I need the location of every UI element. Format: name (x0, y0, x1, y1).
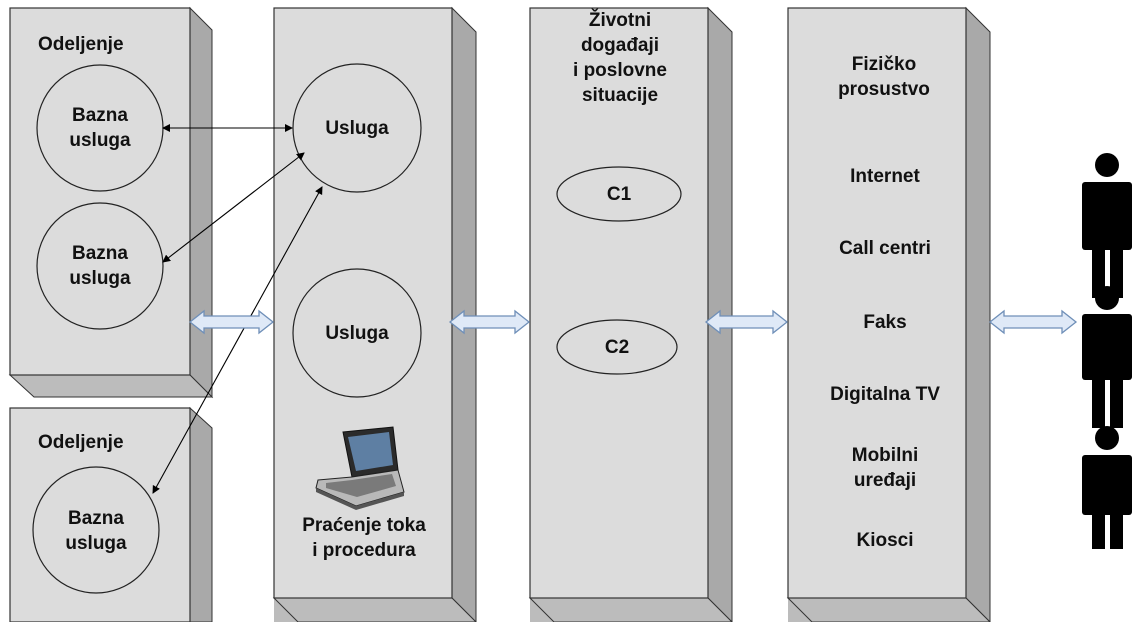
channels-panel (786, 6, 991, 622)
channel-internet: Internet (850, 166, 920, 187)
service-1-label: Usluga (325, 118, 389, 139)
double-arrow-1 (188, 309, 275, 335)
base-service-2-label: Bazna usluga (69, 243, 131, 289)
service-2-label: Usluga (325, 323, 389, 344)
event-c1-label: C1 (606, 184, 632, 205)
channel-fax: Faks (863, 312, 907, 333)
connector-arrows (152, 124, 323, 494)
person-icon (1082, 286, 1132, 428)
event-c2-label: C2 (604, 337, 630, 358)
double-arrow-3 (704, 309, 789, 335)
event-ellipse-c2 (556, 319, 678, 375)
person-icon (1082, 153, 1132, 298)
department-2-title: Odeljenje (38, 432, 124, 453)
event-ellipse-c1 (556, 166, 682, 222)
channels-title: Fizičko prosustvo (838, 54, 930, 100)
base-service-circle-3 (32, 466, 160, 594)
double-arrow-2 (448, 309, 531, 335)
service-circle-1 (292, 63, 422, 193)
person-icon (1082, 426, 1132, 549)
connector-base3-service1 (152, 186, 323, 494)
channel-mobile: Mobilni uređaji (851, 445, 919, 491)
double-arrow-4 (988, 309, 1078, 335)
laptop-icon (315, 426, 405, 510)
channel-call-center: Call centri (839, 238, 931, 259)
channel-digital-tv: Digitalna TV (830, 384, 940, 405)
workflow-label: Praćenje toka i procedura (302, 515, 426, 561)
life-events-title: Životni događaji i poslovne situacije (573, 10, 667, 106)
channel-kiosks: Kiosci (856, 530, 914, 551)
block-arrows (188, 309, 1078, 335)
base-service-1-label: Bazna usluga (69, 105, 131, 151)
base-service-3-label: Bazna usluga (65, 508, 127, 554)
life-events-panel (528, 6, 733, 622)
department-1-title: Odeljenje (38, 34, 124, 55)
